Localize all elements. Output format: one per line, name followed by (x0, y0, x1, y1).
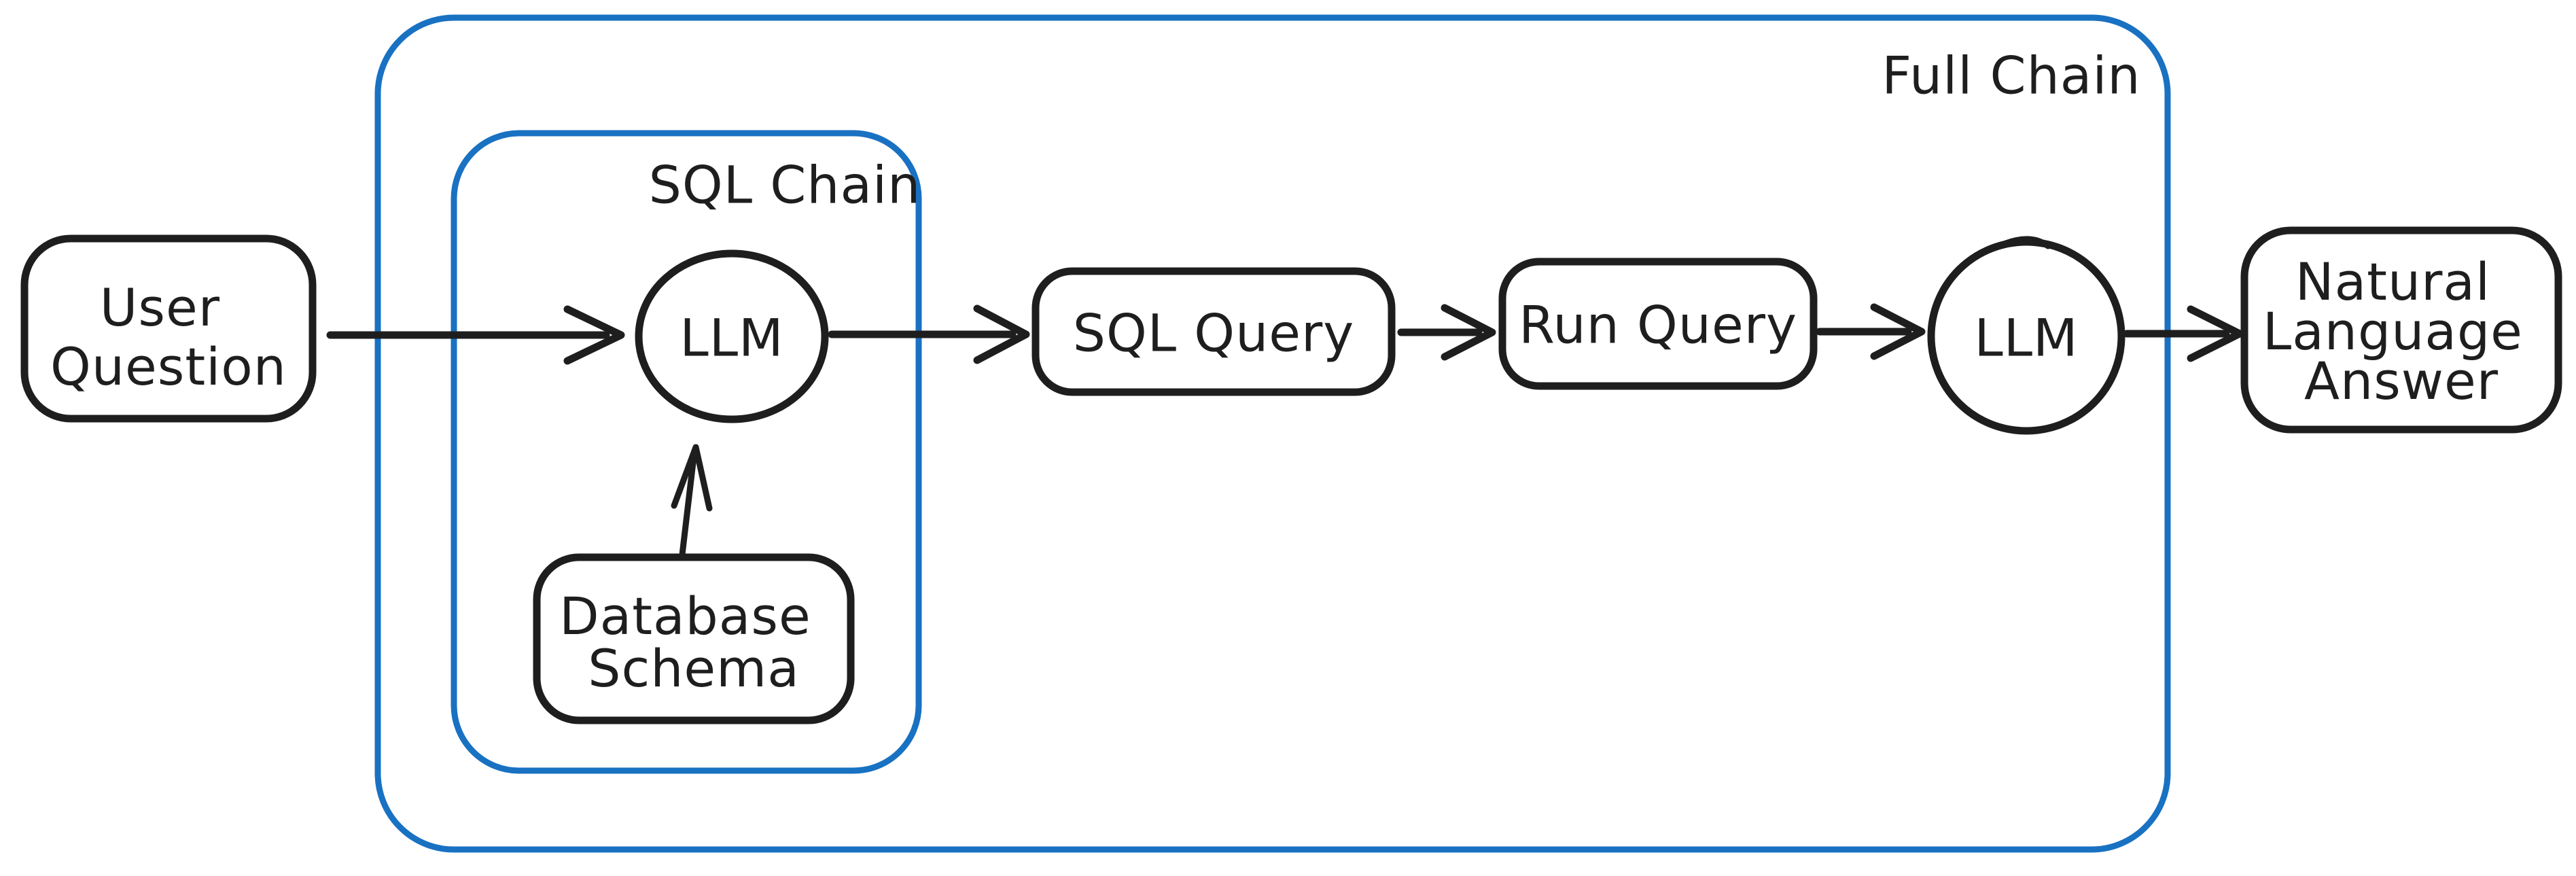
arrowhead-icon (1870, 303, 1926, 360)
arrowhead-icon (2187, 305, 2244, 362)
arrow-llm1-to-sql-query (828, 304, 1030, 364)
full-chain-container: Full Chain (374, 14, 2171, 853)
sql-chain-label: SQL Chain (649, 155, 921, 215)
arrow-database-schema-to-llm1 (671, 444, 713, 558)
llm2-sketch-overlap (2002, 236, 2051, 249)
node-llm-2: LLM (1927, 236, 2125, 435)
llm1-circle (635, 249, 829, 423)
arrow-run-query-to-llm2 (1816, 303, 1926, 360)
database-schema-line-1: Database (559, 586, 811, 646)
nla-line-2: Language (2263, 301, 2523, 362)
user-question-line-1: User (100, 277, 220, 338)
database-schema-line-2: Schema (588, 638, 800, 699)
llm1-label: LLM (680, 308, 783, 368)
llm2-label: LLM (1974, 308, 2078, 368)
arrowhead-icon (973, 304, 1030, 364)
sql-query-label: SQL Query (1073, 303, 1355, 364)
run-query-label: Run Query (1519, 295, 1797, 355)
arrowhead-icon (671, 444, 713, 512)
sql-chain-container: SQL Chain (451, 130, 922, 774)
node-llm-1: LLM (635, 249, 829, 423)
nla-line-3: Answer (2304, 351, 2499, 411)
full-chain-label: Full Chain (1882, 46, 2140, 106)
arrow-llm2-to-answer (2123, 305, 2244, 362)
node-user-question: User Question (20, 234, 317, 423)
node-run-query: Run Query (1498, 258, 1818, 390)
node-natural-language-answer: Natural Language Answer (2240, 226, 2562, 434)
arrowhead-icon (563, 305, 625, 365)
database-schema-label: Database Schema (559, 586, 828, 699)
arrow-sql-query-to-run-query (1397, 304, 1496, 361)
run-query-box (1498, 258, 1818, 390)
nla-line-1: Natural (2295, 251, 2490, 312)
user-question-box (20, 234, 317, 423)
database-schema-box (533, 553, 855, 724)
arrow-line (679, 453, 697, 558)
full-chain-box (374, 14, 2171, 853)
arrowhead-icon (1441, 304, 1496, 361)
sql-query-box (1031, 267, 1396, 396)
arrow-user-question-to-llm1 (326, 305, 625, 365)
natural-language-answer-label: Natural Language Answer (2263, 251, 2540, 411)
user-question-line-2: Question (50, 336, 287, 397)
node-sql-query: SQL Query (1031, 267, 1396, 396)
node-database-schema: Database Schema (533, 553, 855, 724)
sql-chain-box (451, 130, 922, 774)
natural-language-answer-box (2240, 226, 2562, 434)
user-question-label: User Question (50, 277, 287, 397)
